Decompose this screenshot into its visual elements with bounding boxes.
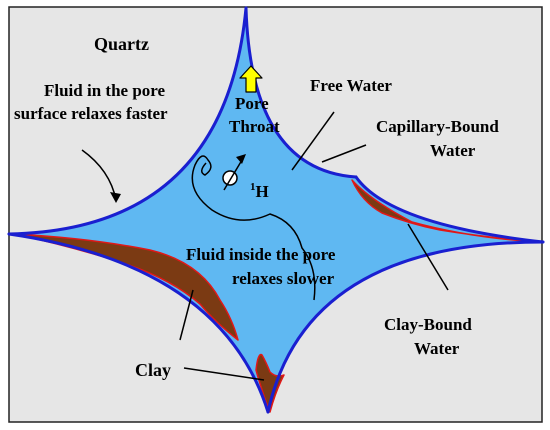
label-hydrogen: 1H xyxy=(250,181,269,201)
proton-symbol xyxy=(222,159,243,191)
label-capillary-bound-line2: Water xyxy=(430,141,476,160)
label-fluid-surface-line1: Fluid in the pore xyxy=(44,81,166,100)
molecule-path xyxy=(191,155,316,301)
leader-capillary-bound xyxy=(321,144,367,163)
leader-clay-left xyxy=(179,289,194,341)
label-fluid-inside-line1: Fluid inside the pore xyxy=(186,245,336,264)
pore-wall-top-left xyxy=(7,6,248,236)
label-hydrogen-superscript: 1 xyxy=(250,181,256,193)
annotation-lines xyxy=(81,111,449,381)
label-clay: Clay xyxy=(135,360,171,380)
label-fluid-inside-line2: relaxes slower xyxy=(232,269,335,288)
label-pore-throat-line2: Throat xyxy=(229,117,280,136)
pore-wall-bottom-left xyxy=(7,232,270,414)
label-fluid-surface-line2: surface relaxes faster xyxy=(14,104,168,123)
label-clay-bound-line2: Water xyxy=(414,339,460,358)
label-capillary-bound-line1: Capillary-Bound xyxy=(376,117,499,136)
label-hydrogen-symbol: H xyxy=(256,182,269,201)
label-free-water: Free Water xyxy=(310,76,392,95)
pore-wall-bottom-right xyxy=(266,240,545,414)
leader-free-water xyxy=(291,111,335,171)
pore-wall-top-right xyxy=(244,6,358,179)
leader-clay-bottom xyxy=(183,367,265,381)
label-clay-bound-line1: Clay-Bound xyxy=(384,315,472,334)
throat-arrow-icon xyxy=(239,65,263,93)
pore-fluid xyxy=(9,8,543,412)
pore-wall-right-upper xyxy=(354,175,545,244)
label-quartz: Quartz xyxy=(94,34,149,54)
proton-spin-line xyxy=(223,159,243,191)
fluid-surface-arrowhead-icon xyxy=(110,192,121,203)
pore-wall xyxy=(7,6,545,414)
leader-clay-bound xyxy=(407,223,449,291)
proton-spin-arrowhead-icon xyxy=(236,154,246,164)
label-pore-throat-line1: Pore xyxy=(235,94,269,113)
